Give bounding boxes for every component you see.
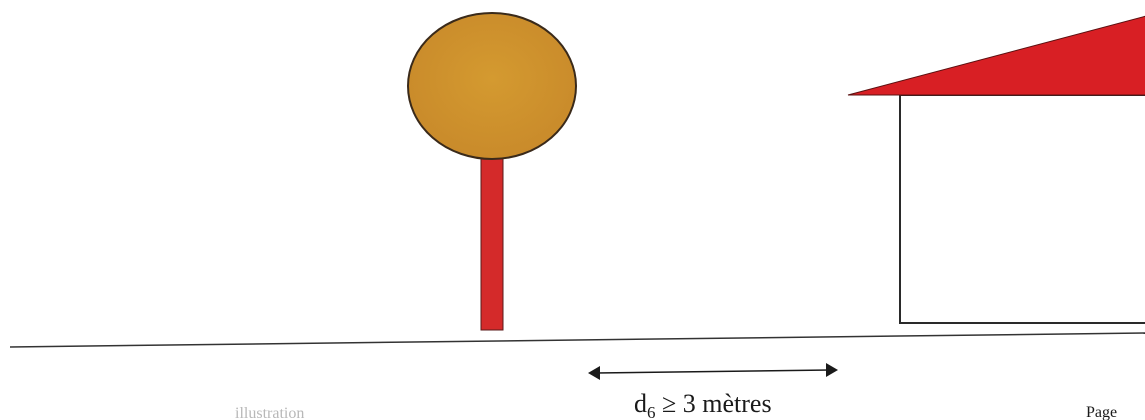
- house-roof: [847, 15, 1145, 96]
- distance-rest: ≥ 3 mètres: [656, 389, 772, 418]
- distance-var: d: [634, 389, 647, 418]
- tree-canopy: [407, 12, 577, 160]
- faint-footer-text: illustration: [235, 405, 304, 420]
- house-wall: [899, 94, 1145, 324]
- house: [847, 15, 1145, 324]
- distance-subscript: 6: [647, 403, 656, 420]
- page-label: Page: [1086, 404, 1117, 420]
- arrow-shaft: [595, 369, 831, 374]
- arrow-head-right: [826, 363, 838, 377]
- tree-trunk: [480, 149, 504, 331]
- arrow-head-left: [588, 366, 600, 380]
- ground-line: [9, 332, 1145, 348]
- distance-arrow: [588, 363, 838, 380]
- tree: [407, 12, 577, 331]
- distance-label: d6 ≥ 3 mètres: [634, 389, 772, 420]
